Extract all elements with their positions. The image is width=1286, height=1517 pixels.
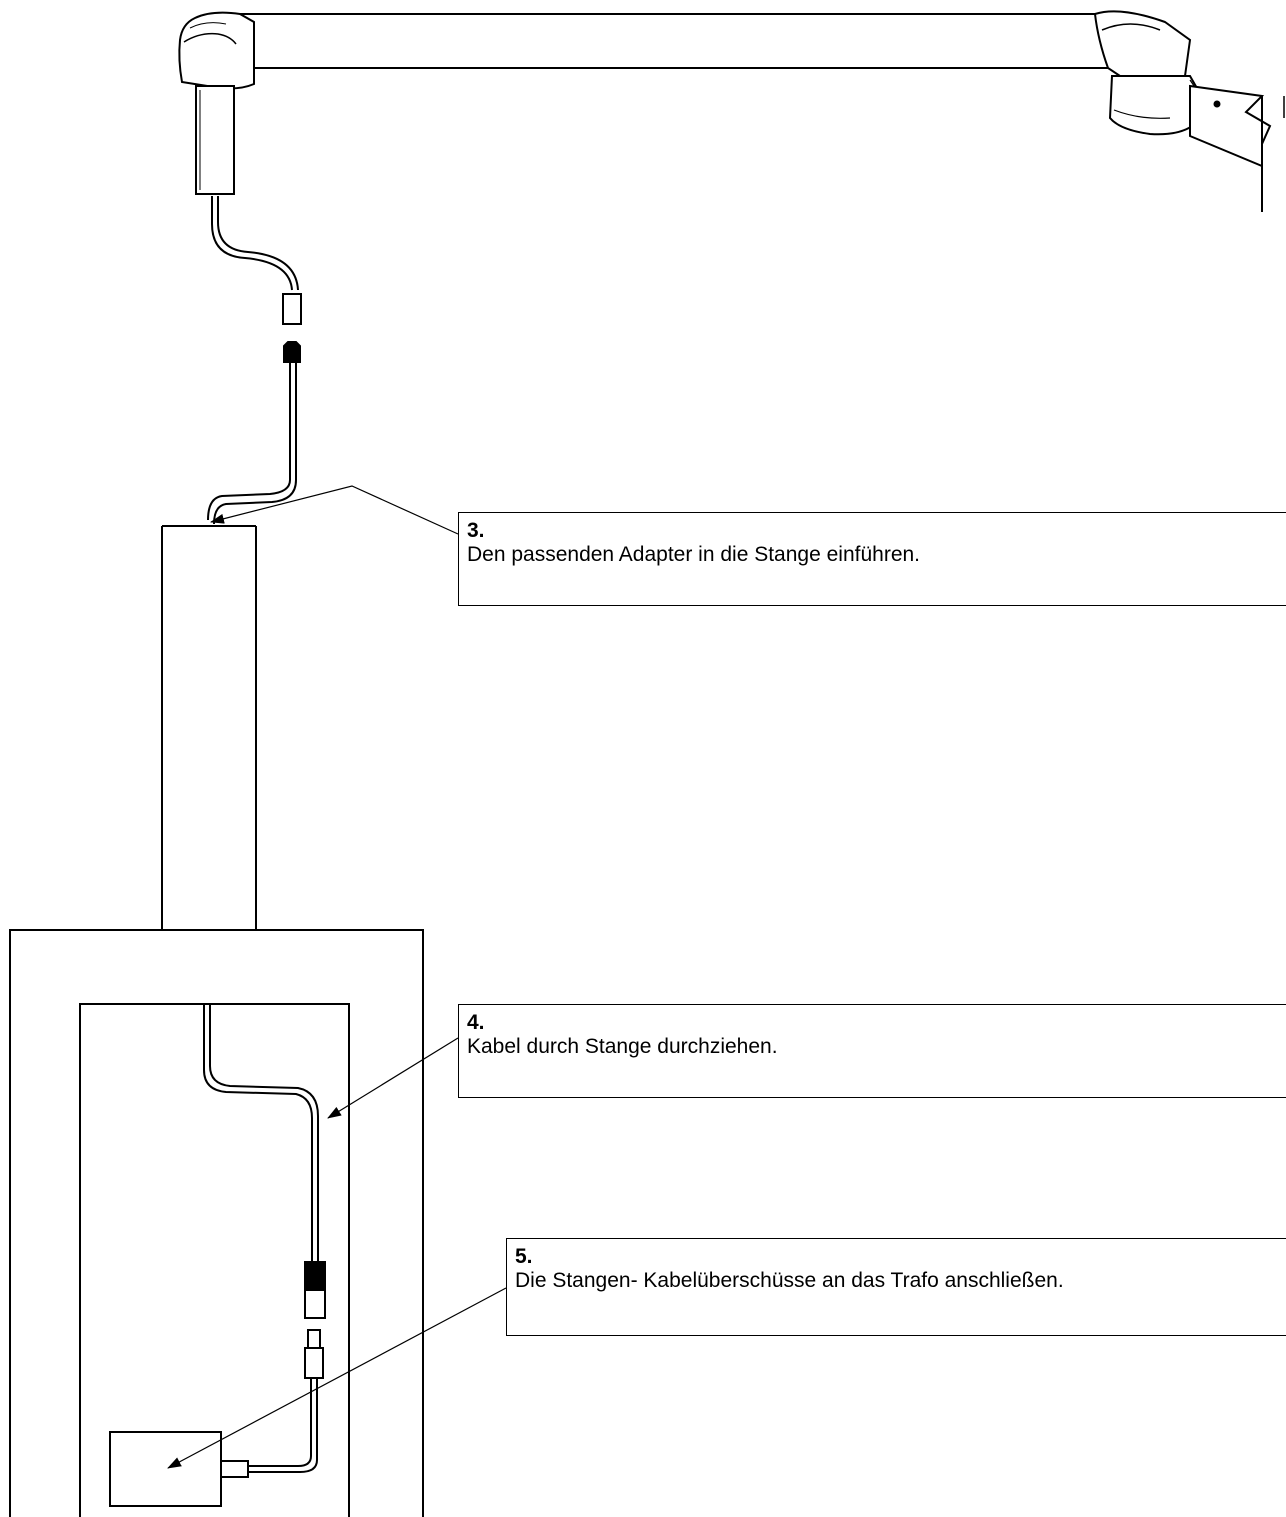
callout-5-text: Die Stangen- Kabelüberschüsse an das Tra… bbox=[515, 1269, 1064, 1292]
base-cabinet bbox=[9, 929, 424, 1517]
cable-lower bbox=[109, 1004, 326, 1507]
callout-3: 3. Den passenden Adapter in die Stange e… bbox=[458, 512, 1286, 606]
leader-line-3 bbox=[210, 485, 459, 535]
leader-line-5 bbox=[167, 1287, 507, 1469]
pole bbox=[161, 525, 257, 930]
leader-lines bbox=[167, 485, 507, 1469]
lamp-arm bbox=[178, 10, 1285, 212]
cable-upper bbox=[207, 196, 302, 525]
callout-3-text: Den passenden Adapter in die Stange einf… bbox=[467, 543, 921, 566]
callout-4-number: 4. bbox=[467, 1011, 485, 1034]
callout-5: 5. Die Stangen- Kabelüberschüsse an das … bbox=[506, 1238, 1286, 1336]
callout-5-number: 5. bbox=[515, 1245, 533, 1268]
callout-3-number: 3. bbox=[467, 519, 485, 542]
callout-4-text: Kabel durch Stange durchziehen. bbox=[467, 1035, 778, 1058]
callout-4: 4. Kabel durch Stange durchziehen. bbox=[458, 1004, 1286, 1098]
leader-line-4 bbox=[327, 1037, 459, 1119]
